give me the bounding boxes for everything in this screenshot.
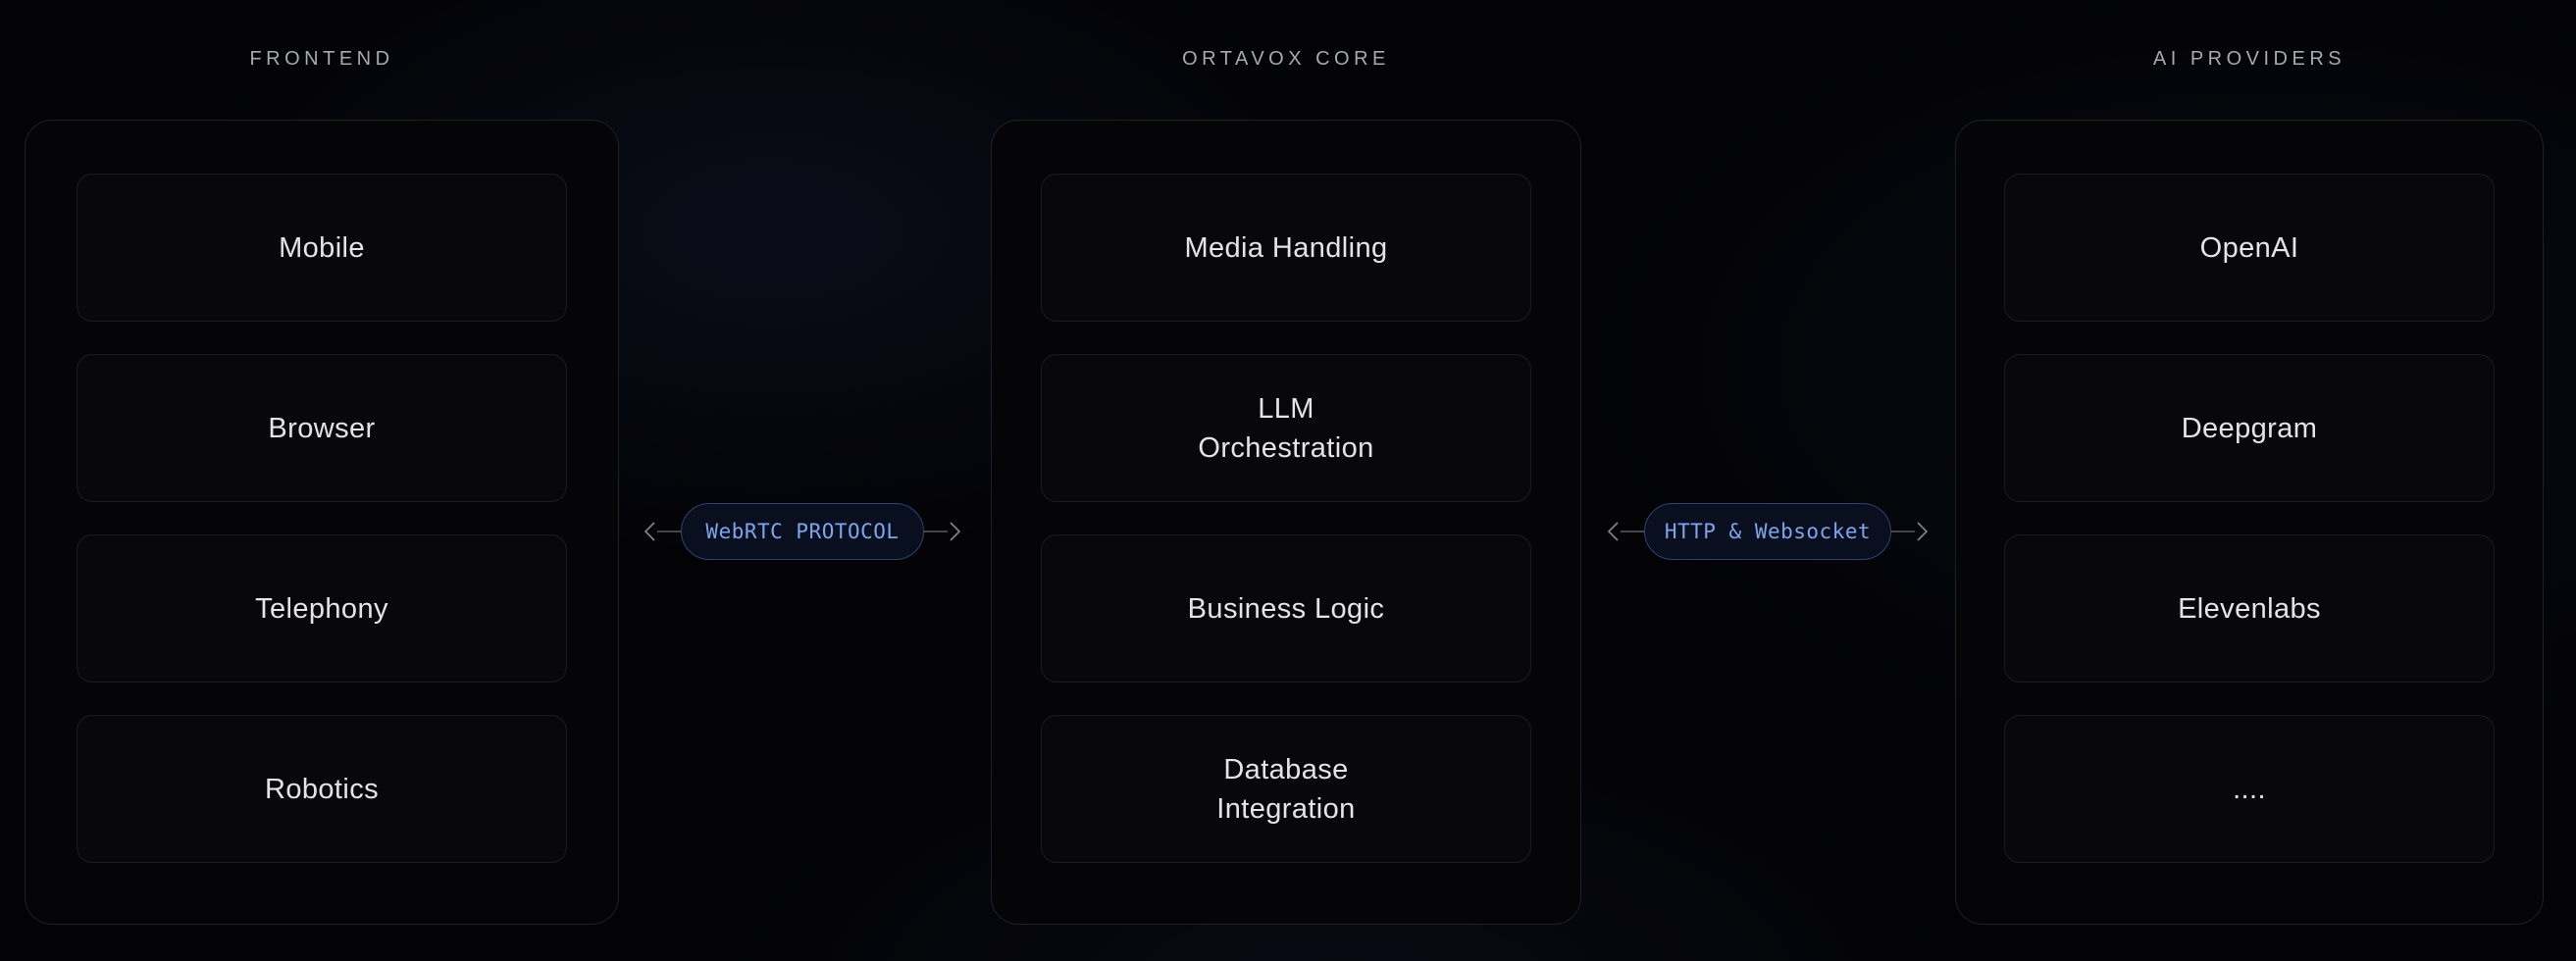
node-label: Elevenlabs — [2178, 592, 2321, 625]
node-database-integration: Database Integration — [1041, 715, 1531, 863]
node-llm-orchestration: LLM Orchestration — [1041, 354, 1531, 502]
node-telephony: Telephony — [77, 534, 567, 683]
node-mobile: Mobile — [77, 174, 567, 322]
node-other-providers: .... — [2004, 715, 2495, 863]
node-label: Business Logic — [1187, 592, 1385, 625]
connector-line — [1621, 531, 1644, 532]
node-label: Telephony — [255, 592, 388, 625]
protocol-badge-http-websocket: HTTP & Websocket — [1644, 503, 1891, 560]
connector-line — [924, 531, 948, 532]
column-ortavox-core: ORTAVOX CORE Media Handling LLM Orchestr… — [991, 0, 1581, 961]
column-title-frontend: FRONTEND — [249, 48, 394, 70]
node-label: Robotics — [264, 773, 380, 805]
chevron-right-icon — [950, 522, 961, 541]
node-business-logic: Business Logic — [1041, 534, 1531, 683]
node-label: .... — [2233, 773, 2266, 805]
node-label: OpenAI — [2199, 231, 2299, 264]
node-media-handling: Media Handling — [1041, 174, 1531, 322]
node-label: Deepgram — [2181, 412, 2318, 444]
connector-line — [1891, 531, 1915, 532]
column-title-ortavox-core: ORTAVOX CORE — [1182, 48, 1390, 70]
column-ai-providers: AI PROVIDERS OpenAI Deepgram Elevenlabs … — [1955, 0, 2544, 961]
protocol-badge-webrtc: WebRTC PROTOCOL — [681, 503, 924, 560]
node-label: Mobile — [279, 231, 365, 264]
node-browser: Browser — [77, 354, 567, 502]
node-label: LLM — [1258, 392, 1314, 425]
node-label: Database — [1223, 753, 1349, 785]
panel-frontend: Mobile Browser Telephony Robotics — [25, 120, 619, 925]
chevron-right-icon — [1917, 522, 1929, 541]
node-label: Orchestration — [1198, 431, 1374, 464]
node-robotics: Robotics — [77, 715, 567, 863]
connector-http-websocket: HTTP & Websocket — [1606, 503, 1930, 560]
column-frontend: FRONTEND Mobile Browser Telephony Roboti… — [25, 0, 619, 961]
node-elevenlabs: Elevenlabs — [2004, 534, 2495, 683]
node-label: Browser — [268, 412, 376, 444]
node-deepgram: Deepgram — [2004, 354, 2495, 502]
node-label: Integration — [1216, 792, 1356, 825]
panel-ortavox-core: Media Handling LLM Orchestration Busines… — [991, 120, 1581, 925]
connector-webrtc: WebRTC PROTOCOL — [643, 503, 962, 560]
chevron-left-icon — [644, 522, 655, 541]
panel-ai-providers: OpenAI Deepgram Elevenlabs .... — [1955, 120, 2544, 925]
chevron-left-icon — [1607, 522, 1619, 541]
column-title-ai-providers: AI PROVIDERS — [2152, 48, 2346, 70]
node-openai: OpenAI — [2004, 174, 2495, 322]
connector-line — [657, 531, 681, 532]
node-label: Media Handling — [1184, 231, 1388, 264]
